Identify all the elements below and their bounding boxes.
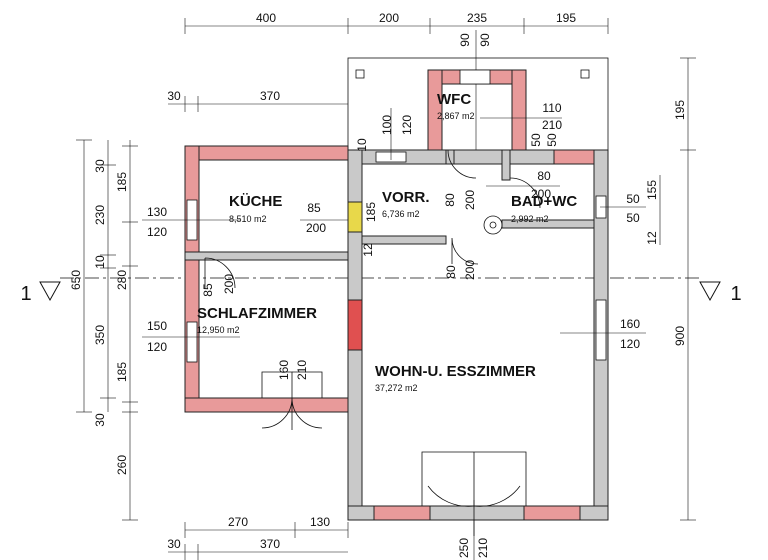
door-c-h: 200 bbox=[463, 260, 477, 280]
dim-left-350: 350 bbox=[93, 325, 107, 345]
vorr-win-w: 100 bbox=[380, 115, 394, 135]
entrance-w: 85 bbox=[307, 201, 321, 215]
kueche-door-swing bbox=[204, 257, 236, 289]
corner-marker-icon bbox=[355, 69, 365, 79]
room-vorr-area: 6,736 m2 bbox=[382, 209, 420, 219]
dim-top-vert-1: 90 bbox=[458, 33, 472, 47]
doors bbox=[204, 149, 541, 536]
dim-top-vert-2: 90 bbox=[478, 33, 492, 47]
dim-left-185a: 185 bbox=[115, 172, 129, 192]
dim-bottom-210: 210 bbox=[476, 538, 490, 558]
entrance-door bbox=[347, 201, 363, 233]
dim-right-12: 12 bbox=[645, 231, 659, 245]
dim-bottom-370: 370 bbox=[260, 537, 280, 551]
right-dimension-chains: 195 900 155 12 bbox=[645, 57, 696, 521]
room-schlaf-name: SCHLAFZIMMER bbox=[197, 305, 317, 322]
door-b-h: 200 bbox=[531, 187, 551, 201]
section-right-marker-icon bbox=[699, 281, 721, 302]
vorr-win-h: 120 bbox=[400, 115, 414, 135]
room-kueche-name: KÜCHE bbox=[229, 193, 282, 210]
vorr-door-12: 12 bbox=[361, 243, 375, 257]
schlaf-door-swing bbox=[261, 397, 323, 430]
room-kueche-area: 8,510 m2 bbox=[229, 214, 267, 224]
dim-bottom-270: 270 bbox=[228, 515, 248, 529]
dim-bottom-130: 130 bbox=[310, 515, 330, 529]
dim-bottom-250: 250 bbox=[457, 538, 471, 558]
wohn-win-h: 120 bbox=[620, 337, 640, 351]
wohn-double-door bbox=[427, 485, 521, 536]
dim-left-10: 10 bbox=[93, 255, 107, 269]
dim-top-4: 195 bbox=[556, 11, 576, 25]
room-schlaf-area: 12,950 m2 bbox=[197, 325, 240, 335]
door-a-w: 80 bbox=[443, 193, 457, 207]
door-e-h: 210 bbox=[295, 360, 309, 380]
section-left-marker-icon bbox=[39, 281, 61, 302]
wohn-win-w: 160 bbox=[620, 317, 640, 331]
schlaf-window bbox=[186, 321, 198, 363]
room-wohn-name: WOHN-U. ESSZIMMER bbox=[375, 363, 536, 380]
fixture-circle-icon bbox=[483, 215, 503, 235]
dim-370-top: 370 bbox=[260, 89, 280, 103]
section-line: 1 1 bbox=[20, 277, 742, 305]
dim-bottom-30: 30 bbox=[167, 537, 181, 551]
room-bad-name: BAD+WC bbox=[511, 193, 577, 210]
room-wohn-area: 37,272 m2 bbox=[375, 383, 418, 393]
room-labels: WFC 2,867 m2 KÜCHE 8,510 m2 VORR. 6,736 … bbox=[197, 91, 577, 393]
upper-left-chain: 30 370 bbox=[167, 89, 348, 112]
dim-top-1: 400 bbox=[256, 11, 276, 25]
vorr-door-185: 185 bbox=[364, 202, 378, 222]
schlaf-win-w: 150 bbox=[147, 319, 167, 333]
bottom-dimension-chains: 270 130 30 370 250 210 bbox=[167, 500, 490, 560]
vorr-door-swing bbox=[451, 237, 479, 265]
section-right-number: 1 bbox=[730, 283, 741, 305]
walls bbox=[184, 145, 609, 521]
kueche-win-h: 120 bbox=[147, 225, 167, 239]
door-d-h: 200 bbox=[222, 274, 236, 294]
wfc-annex bbox=[347, 57, 609, 161]
top-dimension-chain: 400 200 235 195 90 90 bbox=[184, 11, 609, 160]
opening-annotations: 130 120 85 200 150 120 160 120 50 50 110… bbox=[142, 101, 646, 380]
room-wfc-area: 2,867 m2 bbox=[437, 111, 475, 121]
door-a-h: 200 bbox=[463, 190, 477, 210]
dim-right-195: 195 bbox=[673, 100, 687, 120]
dim-30-top: 30 bbox=[167, 89, 181, 103]
entrance-h: 200 bbox=[306, 221, 326, 235]
wohn-window bbox=[595, 299, 607, 361]
wfc-door-swing bbox=[447, 149, 477, 179]
dim-top-3: 235 bbox=[467, 11, 487, 25]
dim-right-900: 900 bbox=[673, 326, 687, 346]
wfc-side-b: 50 bbox=[545, 133, 559, 147]
bad-door-swing bbox=[509, 177, 541, 209]
bad-win-h: 50 bbox=[626, 211, 640, 225]
dim-left-185b: 185 bbox=[115, 362, 129, 382]
dim-right-155: 155 bbox=[645, 180, 659, 200]
dim-left-260: 260 bbox=[115, 455, 129, 475]
wfc-window bbox=[459, 69, 491, 85]
bad-win-w: 50 bbox=[626, 192, 640, 206]
wfc-side-a: 50 bbox=[529, 133, 543, 147]
door-b-w: 80 bbox=[537, 169, 551, 183]
section-left-number: 1 bbox=[20, 283, 31, 305]
room-wfc-name: WFC bbox=[437, 91, 471, 108]
wfc-win-w: 110 bbox=[542, 101, 561, 115]
dim-left-30b: 30 bbox=[93, 413, 107, 427]
schlaf-win-h: 120 bbox=[147, 340, 167, 354]
room-bad-area: 2,992 m2 bbox=[511, 214, 549, 224]
dim-left-230: 230 bbox=[93, 205, 107, 225]
dim-top-2: 200 bbox=[379, 11, 399, 25]
dim-left-650: 650 bbox=[69, 270, 83, 290]
dim-left-30a: 30 bbox=[93, 159, 107, 173]
misc-10: 10 bbox=[355, 138, 369, 152]
room-vorr-name: VORR. bbox=[382, 189, 430, 206]
door-d-w: 85 bbox=[201, 283, 215, 297]
door-e-w: 160 bbox=[277, 360, 291, 380]
dim-left-280: 280 bbox=[115, 270, 129, 290]
left-dimension-chains: 650 30 185 230 10 280 350 185 30 260 bbox=[69, 139, 138, 521]
corner-marker-icon bbox=[580, 69, 590, 79]
door-c-w: 80 bbox=[444, 265, 458, 279]
kueche-win-w: 130 bbox=[147, 205, 167, 219]
wfc-win-h: 210 bbox=[542, 118, 562, 132]
